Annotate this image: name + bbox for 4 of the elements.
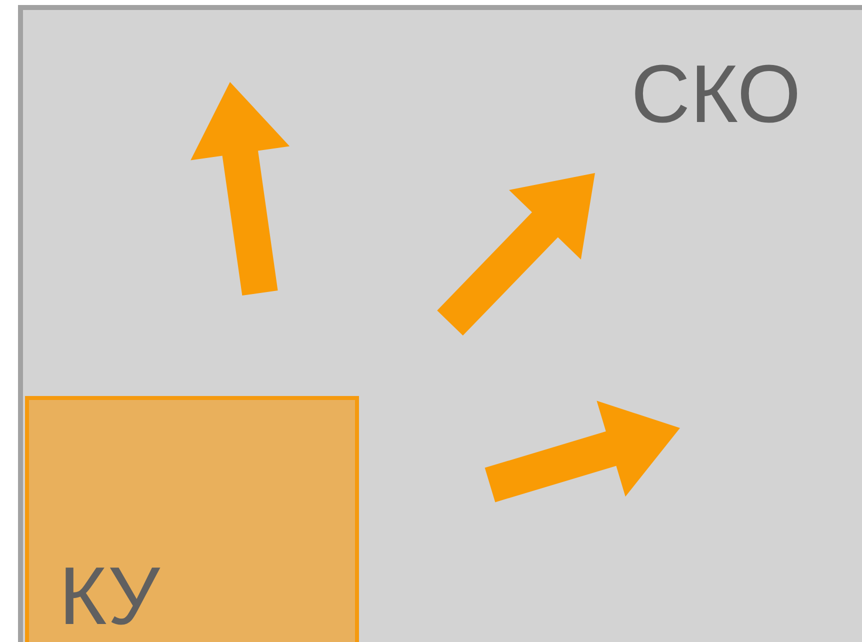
zone-box	[25, 396, 359, 642]
region-label: СКО	[631, 54, 801, 136]
region-label: КУ	[59, 556, 160, 638]
region-box	[18, 5, 862, 642]
